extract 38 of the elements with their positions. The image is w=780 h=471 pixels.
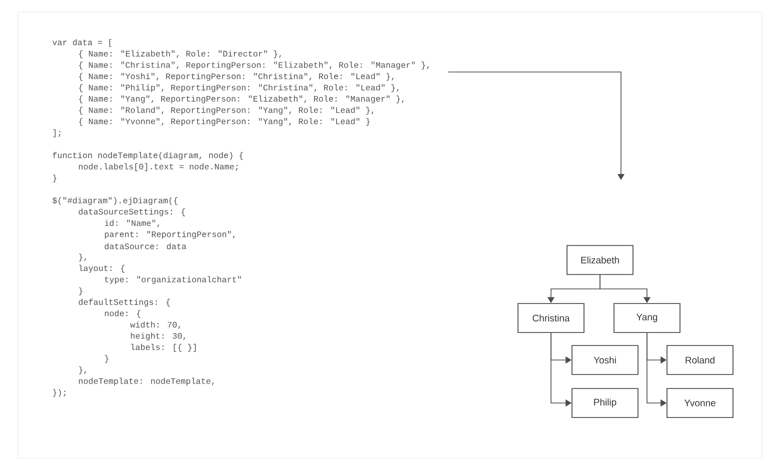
code-line: var data = [ (52, 39, 112, 47)
code-line: dataSource: data (104, 243, 186, 250)
code-line: { Name: "Christina", ReportingPerson: "Elizabeth", Role: "Manager" }, (79, 62, 429, 70)
code-line: { Name: "Philip", ReportingPerson: "Christina", Role: "Lead" }, (79, 84, 399, 92)
code-line: }, (78, 254, 86, 262)
code-line: defaultSettings: { (78, 298, 170, 307)
org-box: Philip (572, 388, 638, 418)
code-line: height: 30, (130, 332, 186, 340)
code-line: nodeTemplate: nodeTemplate, (78, 378, 214, 386)
code-line: node: { (104, 310, 140, 318)
code-line: node.labels[0].text = node.Name; (78, 163, 238, 172)
code-line: function nodeTemplate(diagram, node) { (52, 152, 244, 160)
code-line: ]; (53, 129, 60, 138)
code-line: { Name: "Yang", ReportingPerson: "Elizabeth", Role: "Manager" }, (79, 95, 404, 104)
org-box: Yvonne (666, 388, 734, 418)
code-line: } (78, 287, 82, 296)
arrow (448, 72, 625, 180)
code-line: layout: { (79, 264, 125, 273)
code-line: }, (78, 366, 86, 374)
org-box: Yang (614, 303, 680, 333)
code-line: dataSourceSettings: { (78, 208, 186, 216)
code-line: { Name: "Yvonne", ReportingPerson: "Yang", Role: "Lead" } (79, 118, 370, 126)
code-line: parent: "ReportingPerson", (104, 230, 235, 239)
org-box: Roland (666, 345, 734, 375)
code-line: { Name: "Yoshi", ReportingPerson: "Christina", Role: "Lead" }, (79, 72, 394, 81)
code-line: } (52, 174, 56, 182)
code-line: { Name: "Roland", ReportingPerson: "Yang", Role: "Lead" }, (79, 106, 374, 115)
code-line: }); (52, 389, 66, 397)
code-line: $("#diagram").ejDiagram({ (52, 197, 178, 205)
code-line: type: "organizationalchart" (105, 276, 241, 284)
code-line: width: 70, (130, 321, 180, 329)
org-box: Yoshi (572, 345, 638, 375)
code-line: { Name: "Elizabeth", Role: "Director" }, (79, 50, 281, 58)
code-line: id: "Name", (104, 220, 160, 228)
org-box: Christina (518, 303, 584, 333)
org-box: Elizabeth (566, 245, 634, 275)
code-line: labels: [{ }] (131, 344, 196, 352)
code-line: } (104, 355, 108, 363)
